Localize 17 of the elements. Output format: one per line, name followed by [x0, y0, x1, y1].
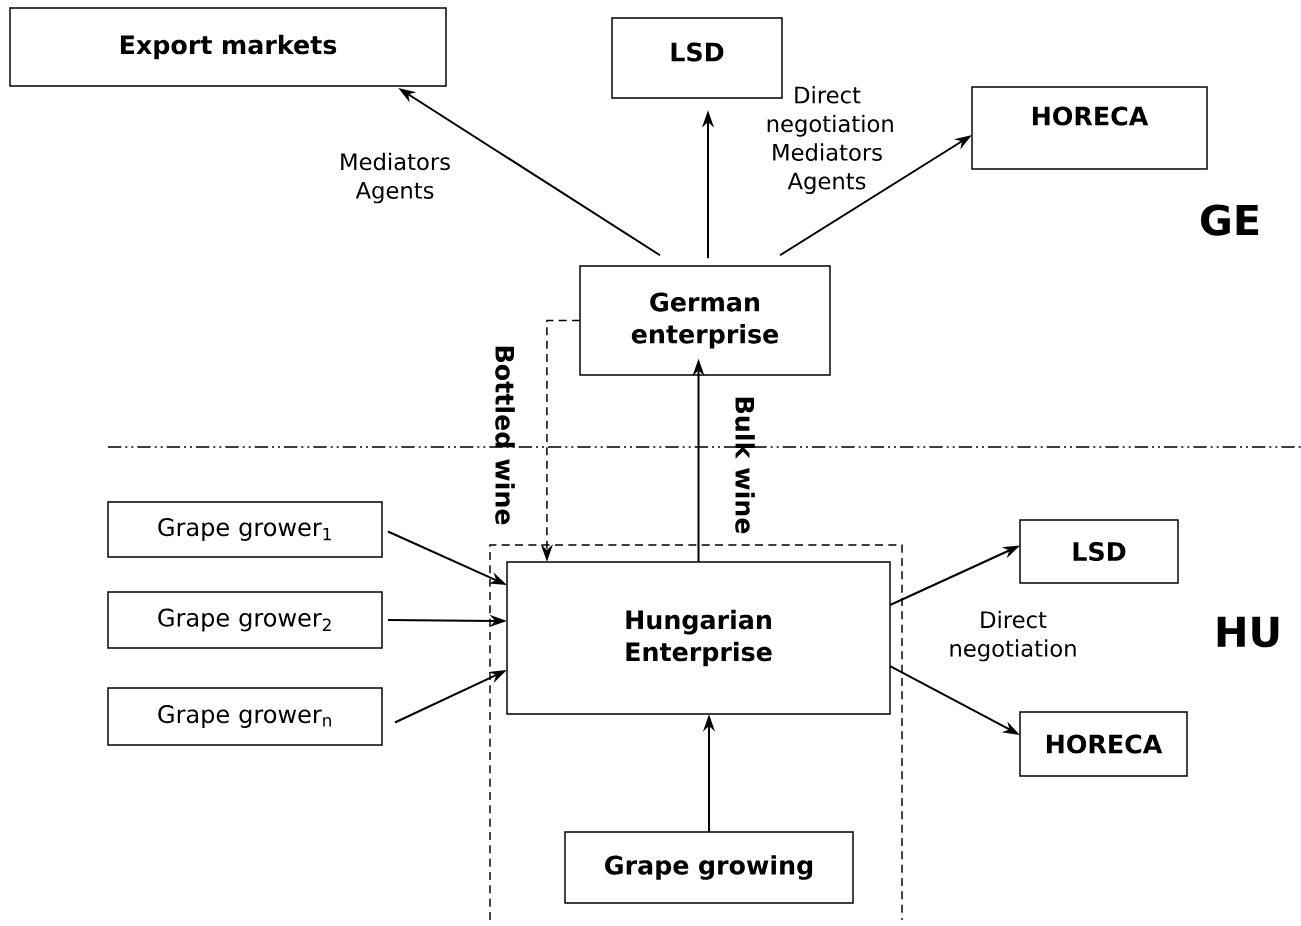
process-box: Grape grower$_{1}$	[107, 501, 383, 558]
process-box: German enterprise	[579, 265, 831, 376]
edge-label: Bulk wine	[735, 397, 755, 534]
process-box: LSD	[611, 17, 783, 99]
process-box: Export markets	[9, 7, 447, 87]
edge-label: Mediators Agents	[341, 152, 450, 204]
region-label: GE	[1201, 204, 1259, 236]
process-box: Grape grower$_{2}$	[107, 591, 383, 649]
process-box: Hungarian Enterprise	[506, 561, 891, 715]
edge-label: Bottled wine	[495, 346, 515, 525]
process-box: LSD	[1019, 519, 1179, 584]
process-box: Grape growing	[564, 831, 854, 904]
process-box: HORECA	[971, 86, 1208, 170]
process-box: Grape grower$_{n}$	[107, 687, 383, 746]
process-box: HORECA	[1019, 711, 1188, 777]
edge-label: Direct negotiation	[950, 610, 1076, 662]
region-label: HU	[1217, 616, 1279, 648]
